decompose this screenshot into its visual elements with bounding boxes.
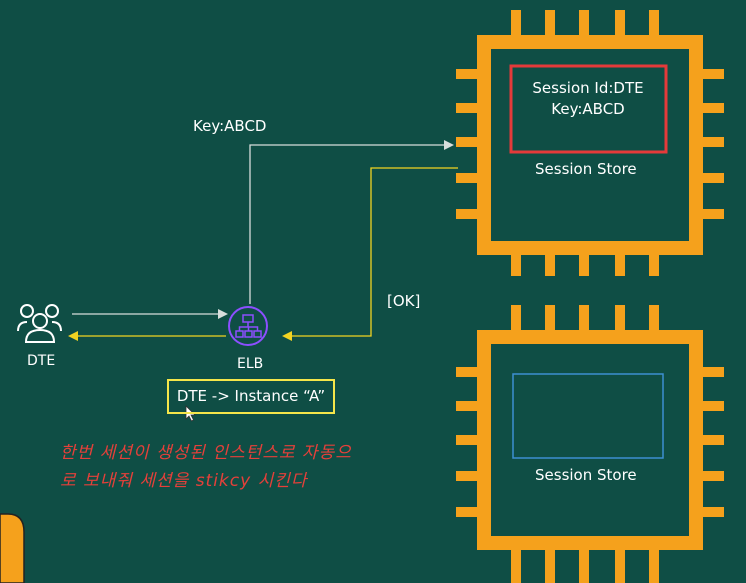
elb-label: ELB xyxy=(237,356,264,372)
instance-mapping-box: DTE -> Instance “A” xyxy=(167,379,335,414)
bottom-instance-chip xyxy=(456,305,724,583)
user-label: DTE xyxy=(27,353,56,369)
user-to-elb-arrow xyxy=(72,309,228,319)
bottom-store-label: Session Store xyxy=(535,466,637,484)
elb-to-user-arrow xyxy=(68,331,226,341)
annotation-note-line-2: 로 보내줘 세션을 stikcy 시킨다 xyxy=(60,471,308,491)
request-label: Key:ABCD xyxy=(193,117,267,135)
annotation-note-line-1: 한번 세션이 생성된 인스턴스로 자동으 xyxy=(60,443,352,463)
request-arrow xyxy=(249,140,454,304)
session-info: Session Id:DTE Key:ABCD xyxy=(512,78,664,120)
orange-shape-fragment xyxy=(0,513,25,583)
response-arrow xyxy=(282,167,458,341)
load-balancer-icon xyxy=(228,306,268,346)
users-icon xyxy=(17,304,62,343)
response-label: [OK] xyxy=(387,292,421,310)
empty-session-box xyxy=(512,373,664,459)
session-highlight-box xyxy=(509,64,668,154)
top-store-label: Session Store xyxy=(535,160,637,178)
session-id-text: Session Id:DTE xyxy=(532,79,644,97)
session-key-text: Key:ABCD xyxy=(551,100,625,118)
top-instance-chip xyxy=(456,10,724,276)
